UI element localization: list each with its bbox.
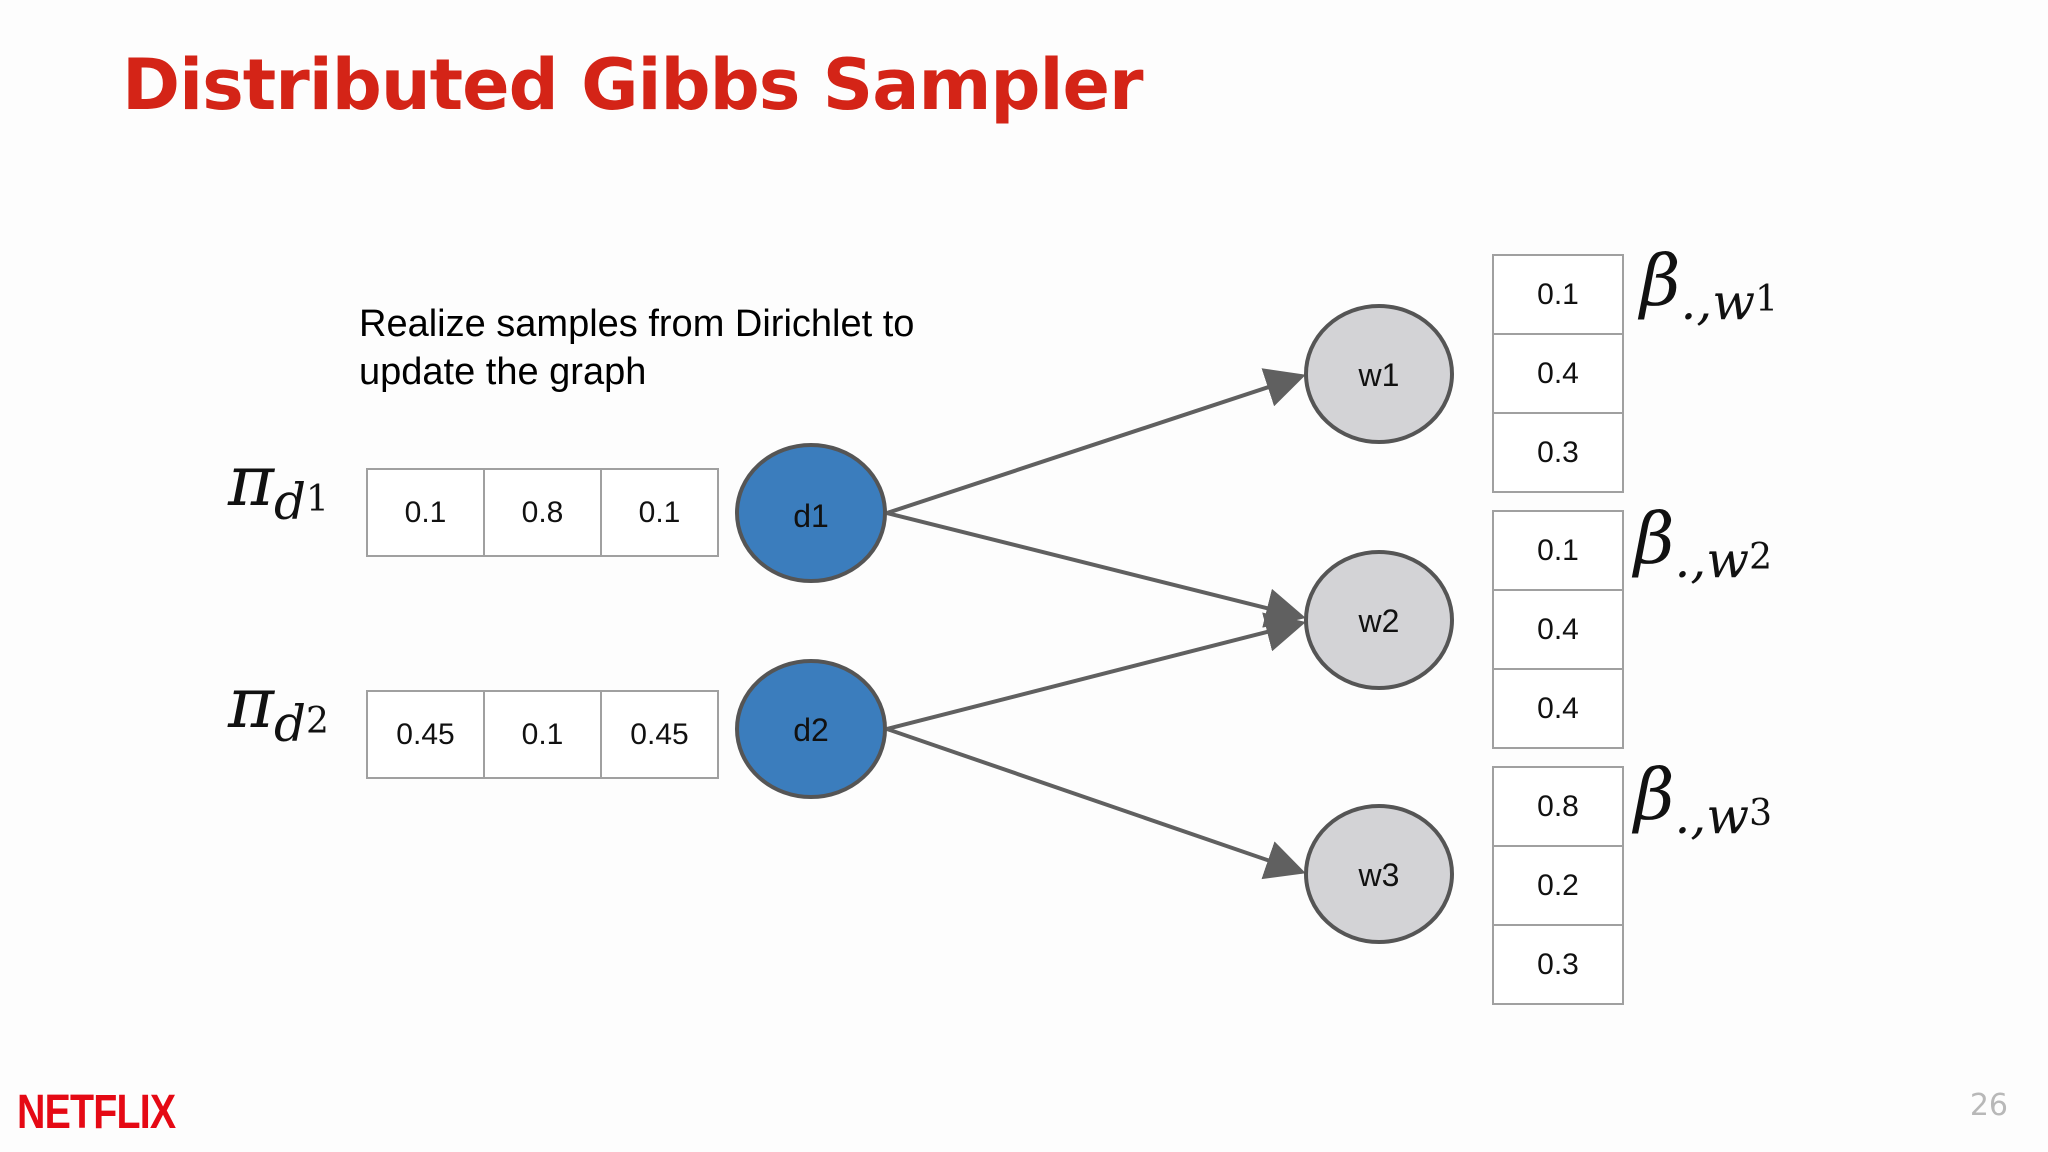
edge-d2-w3: [886, 727, 1306, 880]
beta-symbol: β: [1634, 498, 1675, 580]
pi-d2-table: 0.45 0.1 0.45: [366, 690, 719, 779]
pi-index: 2: [306, 701, 329, 742]
beta-index: 1: [1755, 279, 1778, 320]
word-node-w3: w3: [1304, 804, 1454, 944]
pi-d1-table: 0.1 0.8 0.1: [366, 468, 719, 557]
doc-node-label: d2: [793, 712, 829, 748]
word-node-label: w2: [1358, 603, 1400, 639]
beta-subscript: .,w: [1674, 531, 1750, 589]
word-node-label: w1: [1358, 357, 1400, 393]
pi-d2-cell: 0.1: [485, 692, 602, 777]
word-node-w2: w2: [1304, 550, 1454, 690]
pi-symbol: π: [228, 662, 275, 744]
beta-w2-cell: 0.4: [1494, 591, 1622, 670]
netflix-logo: NETFLIX: [17, 1086, 176, 1139]
beta-w1-cell: 0.3: [1537, 435, 1579, 469]
caption-line-2: update the graph: [359, 351, 647, 393]
beta-index: 3: [1749, 793, 1772, 834]
edge-d1-w2: [886, 511, 1306, 628]
beta-w3-label: β.,w3: [1634, 754, 1772, 845]
pi-subscript: d: [274, 473, 307, 531]
beta-w1-cell: 0.4: [1494, 335, 1622, 414]
beta-w2-label: β.,w2: [1634, 498, 1772, 589]
pi-d1-cell: 0.1: [638, 495, 681, 529]
edge-d1-w1: [886, 368, 1306, 515]
pi-d2-cell: 0.45: [630, 717, 689, 751]
pi-d1-cell: 0.8: [485, 470, 602, 555]
beta-symbol: β: [1640, 240, 1681, 322]
beta-w1-cell: 0.1: [1494, 256, 1622, 335]
doc-node-d1: d1: [735, 443, 887, 583]
pi-symbol: π: [228, 440, 275, 522]
doc-node-d2: d2: [735, 659, 887, 799]
word-node-label: w3: [1358, 857, 1400, 893]
slide-title: Distributed Gibbs Sampler: [122, 44, 1143, 126]
beta-subscript: .,w: [1680, 273, 1756, 331]
page-number: 26: [1969, 1088, 2008, 1123]
beta-subscript: .,w: [1674, 787, 1750, 845]
pi-d2-cell: 0.45: [368, 692, 485, 777]
beta-w2-cell: 0.4: [1537, 691, 1579, 725]
pi-subscript: d: [274, 695, 307, 753]
edge-d2-w2: [886, 612, 1306, 731]
word-node-w1: w1: [1304, 304, 1454, 444]
beta-w3-table: 0.8 0.2 0.3: [1492, 766, 1624, 1005]
beta-w3-cell: 0.2: [1494, 847, 1622, 926]
beta-w2-cell: 0.1: [1494, 512, 1622, 591]
pi-d2-label: πd2: [228, 662, 329, 753]
beta-w2-table: 0.1 0.4 0.4: [1492, 510, 1624, 749]
pi-d1-cell: 0.1: [368, 470, 485, 555]
beta-index: 2: [1749, 537, 1772, 578]
doc-node-label: d1: [793, 498, 829, 534]
beta-w3-cell: 0.8: [1494, 768, 1622, 847]
pi-d1-label: πd1: [228, 440, 329, 531]
beta-w3-cell: 0.3: [1537, 947, 1579, 981]
beta-w1-label: β.,w1: [1640, 240, 1778, 331]
caption: Realize samples from Dirichlet to update…: [359, 300, 1059, 396]
beta-symbol: β: [1634, 754, 1675, 836]
pi-index: 1: [306, 479, 329, 520]
caption-line-1: Realize samples from Dirichlet to: [359, 303, 915, 345]
beta-w1-table: 0.1 0.4 0.3: [1492, 254, 1624, 493]
